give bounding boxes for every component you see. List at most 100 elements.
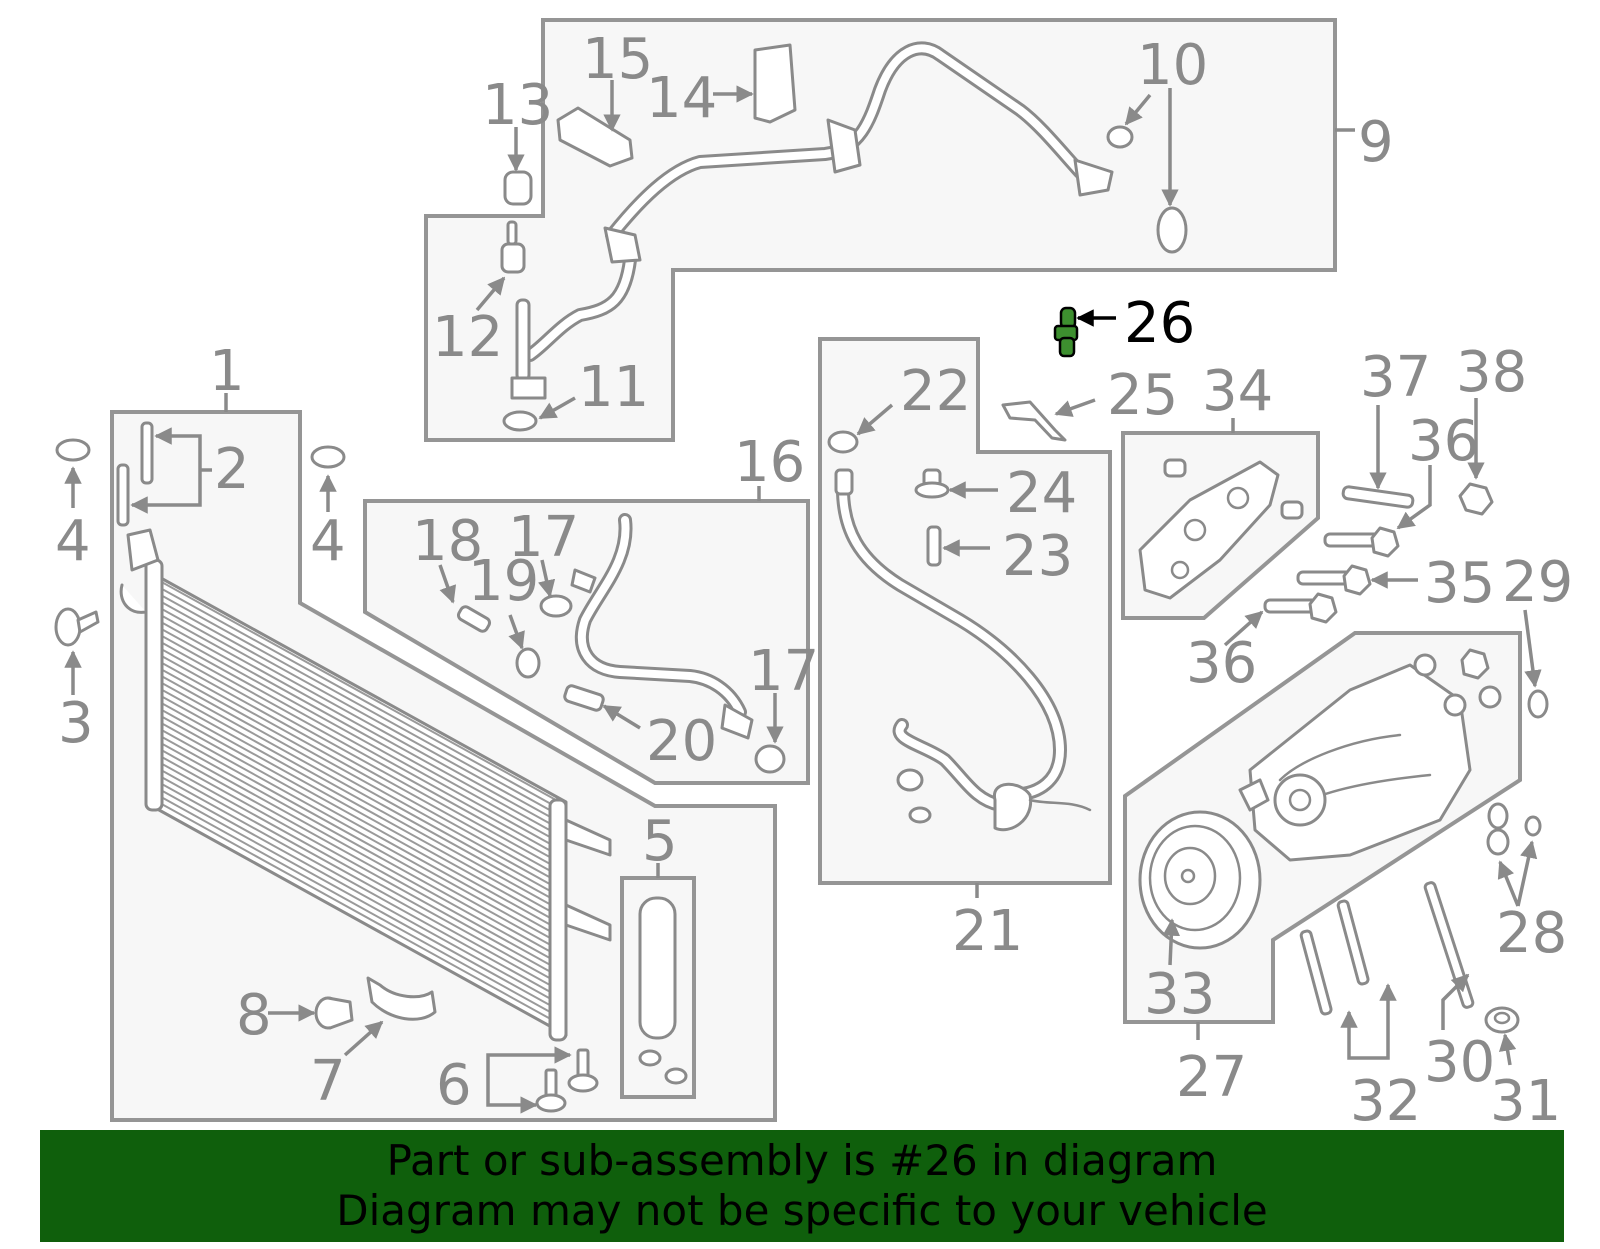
callout-35[interactable]: 35: [1424, 551, 1495, 616]
callout-34[interactable]: 34: [1202, 359, 1273, 424]
condenser-fin: [157, 626, 557, 848]
condenser-fin: [157, 720, 557, 943]
callout-21[interactable]: 21: [952, 899, 1023, 964]
callout-29[interactable]: 29: [1502, 550, 1573, 615]
callout-37[interactable]: 37: [1360, 345, 1431, 410]
callout-32[interactable]: 32: [1350, 1069, 1421, 1134]
callout-26[interactable]: 26: [1124, 291, 1195, 356]
condenser-fin: [157, 754, 557, 976]
o-ring-part-22: [827, 430, 859, 454]
nut-part-8: [314, 996, 354, 1030]
callout-15[interactable]: 15: [582, 27, 653, 92]
callout-31[interactable]: 31: [1490, 1069, 1561, 1134]
callout-18[interactable]: 18: [412, 509, 483, 574]
callout-27[interactable]: 27: [1176, 1045, 1247, 1110]
group-box-9: [424, 18, 1337, 442]
condenser-fin: [157, 706, 557, 929]
callout-8[interactable]: 8: [236, 983, 272, 1048]
o-ring-part-19: [515, 647, 541, 679]
condenser-fin: [157, 673, 557, 896]
condenser-fin: [157, 666, 557, 889]
ac-line-part-21: [834, 468, 1092, 832]
callout-20[interactable]: 20: [646, 709, 717, 774]
o-ring-part-17b: [754, 744, 786, 774]
callout-5[interactable]: 5: [642, 809, 678, 874]
condenser-fin: [157, 801, 557, 1023]
callout-36-bottom[interactable]: 36: [1186, 631, 1257, 696]
callout-36-top[interactable]: 36: [1408, 409, 1479, 474]
callout-38[interactable]: 38: [1456, 340, 1527, 405]
valve-part-20: [563, 684, 605, 712]
highlighted-part-26: [1053, 306, 1079, 358]
condenser-fin: [157, 659, 557, 882]
bolt-part-36b: [1263, 592, 1338, 624]
bracket-part-34: [1138, 458, 1304, 600]
o-ring-part-4b: [310, 445, 346, 469]
o-ring-part-29: [1527, 689, 1549, 719]
condenser-fin: [157, 794, 557, 1017]
nut-part-38: [1458, 482, 1494, 516]
bolt-part-35: [1296, 564, 1372, 596]
valve-part-24: [914, 468, 950, 499]
callout-7[interactable]: 7: [310, 1049, 346, 1114]
callout-17-top[interactable]: 17: [508, 505, 579, 570]
callout-10[interactable]: 10: [1137, 33, 1208, 98]
pin-part-2b: [116, 463, 130, 527]
condenser-fin: [157, 612, 557, 835]
bolt-part-6: [535, 1048, 599, 1113]
stud-part-30: [1423, 881, 1475, 1009]
callout-11[interactable]: 11: [578, 355, 649, 420]
cap-part-13: [503, 170, 533, 206]
condenser-fin: [157, 767, 557, 990]
callout-16[interactable]: 16: [734, 430, 805, 495]
callout-4-left[interactable]: 4: [55, 509, 91, 574]
callout-24[interactable]: 24: [1006, 461, 1077, 526]
condenser-fin: [157, 619, 557, 842]
o-ring-part-10b: [1156, 206, 1188, 254]
callout-3[interactable]: 3: [58, 691, 94, 756]
callout-2[interactable]: 2: [214, 437, 250, 502]
condenser-fin: [157, 780, 557, 1003]
banner-line-1: Part or sub-assembly is #26 in diagram: [386, 1136, 1218, 1185]
banner-line-2: Diagram may not be specific to your vehi…: [336, 1186, 1268, 1235]
condenser-fin: [157, 680, 557, 902]
ac-line-part-16: [570, 513, 754, 740]
ac-line-part-9: [523, 41, 1114, 362]
o-ring-part-28: [1486, 802, 1542, 856]
callout-22[interactable]: 22: [900, 359, 971, 424]
callout-17-right[interactable]: 17: [748, 639, 819, 704]
o-ring-part-10a: [1106, 125, 1134, 149]
o-ring-part-17a: [539, 594, 573, 618]
condenser-fin: [157, 787, 557, 1010]
sensor-part-18: [456, 605, 492, 633]
condenser-fin: [157, 599, 557, 822]
condenser-fin: [157, 653, 557, 875]
bracket-part-14: [753, 43, 797, 124]
clip-part-25: [1001, 400, 1067, 442]
callout-4-right[interactable]: 4: [310, 509, 346, 574]
callout-12[interactable]: 12: [432, 305, 503, 370]
callout-30[interactable]: 30: [1424, 1030, 1495, 1095]
callout-23[interactable]: 23: [1002, 524, 1073, 589]
condenser: [119, 528, 612, 1042]
info-banner: Part or sub-assembly is #26 in diagram D…: [40, 1130, 1564, 1242]
condenser-fin: [157, 606, 557, 828]
callout-1[interactable]: 1: [209, 339, 245, 404]
callout-25[interactable]: 25: [1107, 363, 1178, 428]
callout-13[interactable]: 13: [482, 73, 553, 138]
callout-9[interactable]: 9: [1358, 110, 1394, 175]
callout-19[interactable]: 19: [468, 549, 539, 614]
callout-14[interactable]: 14: [646, 66, 717, 131]
callout-28[interactable]: 28: [1496, 901, 1567, 966]
bolt-part-36a: [1323, 526, 1400, 558]
ac-line-part-11: [502, 298, 547, 432]
condenser-fin: [157, 733, 557, 956]
condenser-fin: [157, 727, 557, 949]
group-box-21: [818, 337, 1112, 885]
condenser-fin: [157, 693, 557, 916]
condenser-fin: [157, 639, 557, 862]
callout-labels: 1 2 3 4 4 5 6 7 8 9 10 11 12 13 14 15 16…: [55, 27, 1573, 1134]
callout-33[interactable]: 33: [1144, 962, 1215, 1027]
callout-6[interactable]: 6: [436, 1053, 472, 1118]
